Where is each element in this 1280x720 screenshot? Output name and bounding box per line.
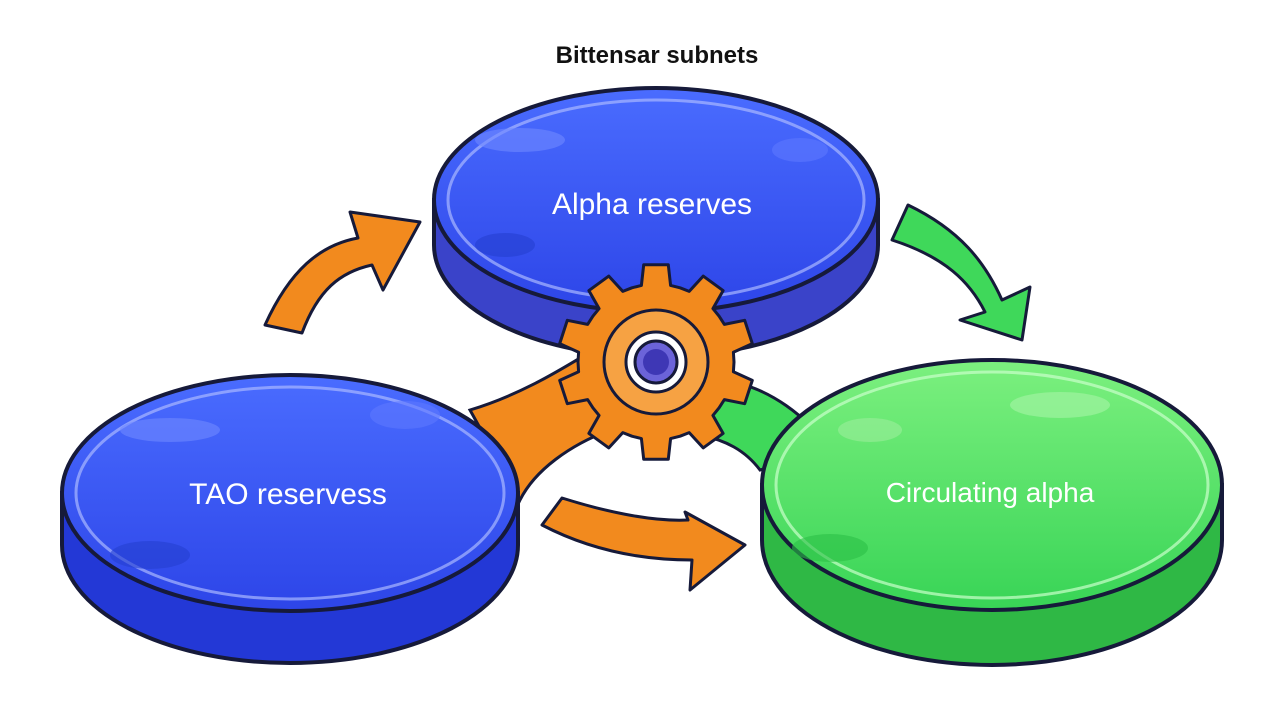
node-tao-reserves: TAO reservess [60,373,520,665]
node-circulating-alpha: Circulating alpha [760,358,1224,667]
circulating-alpha-rim [774,370,1210,600]
alpha-reserves-label: Alpha reserves [552,188,752,221]
tao-reserves-shine [370,401,440,429]
arrow-tao-to-circulating [540,496,747,592]
tao-reserves-rim [74,385,506,601]
tao-reserves-label: TAO reservess [189,478,387,511]
diagram-title: Bittensar subnets [556,42,759,69]
alpha-reserves-highlight [475,128,565,152]
circulating-alpha-highlight [1010,392,1110,418]
arrow-tao-to-alpha [263,210,422,335]
arrow-alpha-to-circulating [890,203,1032,342]
circulating-alpha-spot [792,534,868,562]
tao-reserves-spot [110,541,190,569]
alpha-reserves-spot [475,233,535,257]
tao-reserves-highlight [120,418,220,442]
circulating-alpha-label: Circulating alpha [886,477,1095,508]
gear-hub-core [643,349,669,375]
alpha-reserves-shine [772,138,828,162]
circulating-alpha-shine [838,418,902,442]
gear-icon [558,263,754,461]
